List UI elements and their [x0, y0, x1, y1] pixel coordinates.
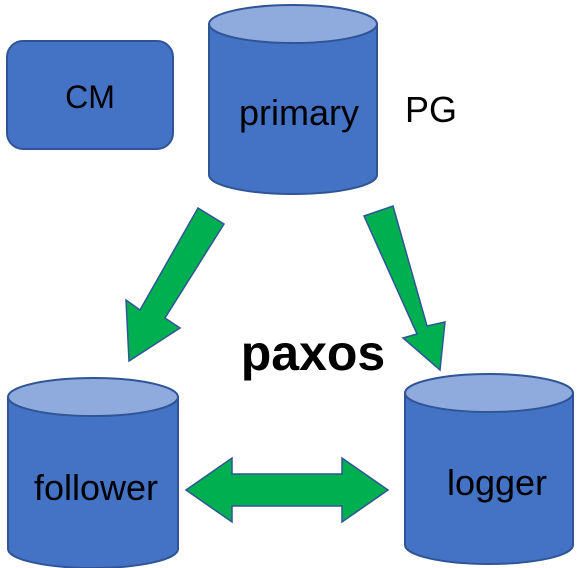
follower-cylinder-top	[7, 377, 179, 417]
primary-label: primary	[239, 92, 359, 133]
primary-node: primary	[208, 4, 378, 195]
arrow-primary-to-logger	[362, 205, 446, 372]
cm-label: CM	[65, 79, 115, 115]
logger-label: logger	[447, 462, 547, 503]
arrow-follower-logger	[184, 456, 390, 524]
follower-node: follower	[7, 377, 179, 568]
pg-label: PG	[405, 89, 457, 130]
cm-node: CM	[6, 40, 174, 150]
logger-cylinder-body	[404, 393, 574, 565]
follower-label: follower	[34, 467, 158, 508]
paxos-label: paxos	[241, 325, 386, 381]
arrow-primary-to-follower	[125, 206, 226, 363]
primary-cylinder-top	[208, 4, 378, 44]
logger-cylinder-top	[404, 373, 574, 413]
cm-box	[6, 40, 174, 150]
logger-node: logger	[404, 373, 574, 565]
primary-cylinder-body	[208, 24, 378, 195]
